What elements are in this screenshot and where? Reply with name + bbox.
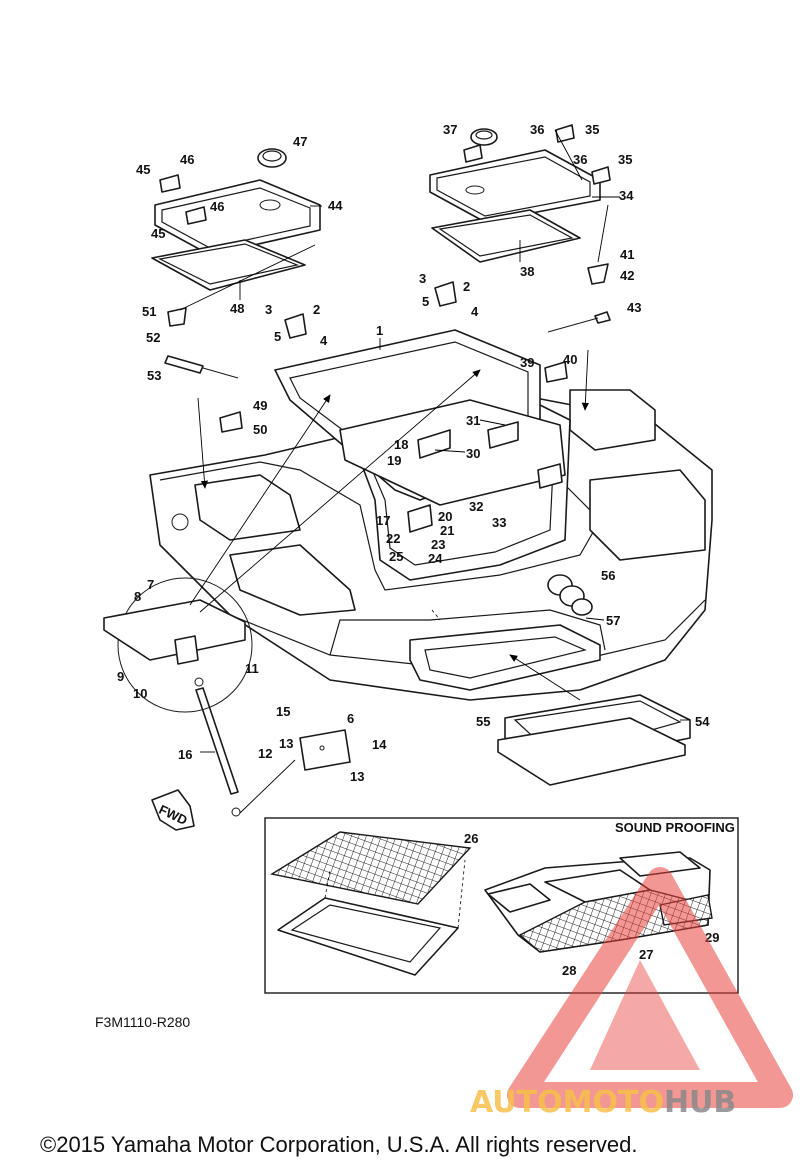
callout-46: 46 (180, 152, 194, 167)
callout-12: 12 (258, 746, 272, 761)
left-vent-cap (257, 148, 287, 168)
callout-15: 15 (276, 704, 290, 719)
sound-mat-26 (270, 831, 472, 905)
callout-36: 36 (573, 152, 587, 167)
callout-54: 54 (695, 714, 710, 729)
callout-31: 31 (466, 413, 480, 428)
callout-45: 45 (136, 162, 150, 177)
callout-37: 37 (443, 122, 457, 137)
fwd-arrow: FWD (151, 789, 195, 831)
callout-9: 9 (117, 669, 124, 684)
callout-23: 23 (431, 537, 445, 552)
callout-43: 43 (627, 300, 641, 315)
callout-39: 39 (520, 355, 534, 370)
callout-46: 46 (210, 199, 224, 214)
detail-circle (103, 577, 253, 713)
watermark-text-part1: AUTOMOTO (470, 1085, 664, 1120)
callout-16: 16 (178, 747, 192, 762)
callout-41: 41 (620, 247, 634, 262)
callout-42: 42 (620, 268, 634, 283)
callout-25: 25 (389, 549, 403, 564)
watermark: AUTOMOTOHUB (470, 867, 793, 1120)
callout-13: 13 (279, 736, 293, 751)
callout-20: 20 (438, 509, 452, 524)
callout-50: 50 (253, 422, 267, 437)
callout-11: 11 (245, 661, 259, 676)
callout-8: 8 (134, 589, 141, 604)
callout-44: 44 (328, 198, 343, 213)
callout-4: 4 (320, 333, 328, 348)
callout-21: 21 (440, 523, 454, 538)
callout-24: 24 (428, 551, 443, 566)
gas-strut-16 (194, 677, 241, 817)
callout-48: 48 (230, 301, 244, 316)
callout-2: 2 (313, 302, 320, 317)
callout-32: 32 (469, 499, 483, 514)
callout-10: 10 (133, 686, 147, 701)
leader-lines (179, 129, 690, 814)
callout-3: 3 (419, 271, 426, 286)
callout-7: 7 (147, 577, 154, 592)
callout-35: 35 (618, 152, 632, 167)
gas-strut-right (547, 311, 611, 333)
watermark-triangle-icon (507, 867, 793, 1108)
callout-17: 17 (376, 513, 390, 528)
callout-2: 2 (463, 279, 470, 294)
left-hatch-lid (154, 179, 321, 256)
callout-53: 53 (147, 368, 161, 383)
gas-strut-left (164, 355, 239, 379)
callout-35: 35 (585, 122, 599, 137)
callout-56: 56 (601, 568, 615, 583)
watermark-text: AUTOMOTOHUB (470, 1085, 736, 1120)
callout-6: 6 (347, 711, 354, 726)
figure-code: F3M1110-R280 (95, 1014, 190, 1030)
left-hatch-gasket (151, 239, 306, 291)
right-vent-cap (470, 128, 498, 146)
callout-5: 5 (422, 294, 429, 309)
callout-labels: 1 2 2 3 3 4 4 5 5 6 7 8 9 10 11 12 13 13… (117, 122, 719, 978)
callout-33: 33 (492, 515, 506, 530)
callout-5: 5 (274, 329, 281, 344)
small-hardware (159, 124, 611, 533)
right-hatch-gasket (431, 209, 581, 263)
callout-36: 36 (530, 122, 544, 137)
callout-57: 57 (606, 613, 620, 628)
callout-26: 26 (464, 831, 478, 846)
callout-22: 22 (386, 531, 400, 546)
copyright-text: ©2015 Yamaha Motor Corporation, U.S.A. A… (40, 1132, 637, 1157)
callout-18: 18 (394, 437, 408, 452)
callout-40: 40 (563, 352, 577, 367)
floor-hatch-cover (497, 694, 691, 786)
bracket-6 (299, 729, 351, 771)
callout-45: 45 (151, 226, 165, 241)
callout-14: 14 (372, 737, 387, 752)
callout-4: 4 (471, 304, 479, 319)
callout-52: 52 (146, 330, 160, 345)
callout-34: 34 (619, 188, 634, 203)
callout-1: 1 (376, 323, 383, 338)
callout-51: 51 (142, 304, 156, 319)
callout-30: 30 (466, 446, 480, 461)
callout-47: 47 (293, 134, 307, 149)
watermark-text-part2: HUB (664, 1085, 736, 1120)
callout-55: 55 (476, 714, 490, 729)
right-hatch-lid (429, 149, 601, 223)
callout-49: 49 (253, 398, 267, 413)
callout-27: 27 (639, 947, 653, 962)
callout-28: 28 (562, 963, 576, 978)
sound-proofing-title: SOUND PROOFING (615, 820, 735, 835)
callout-3: 3 (265, 302, 272, 317)
callout-38: 38 (520, 264, 534, 279)
callout-13: 13 (350, 769, 364, 784)
callout-19: 19 (387, 453, 401, 468)
